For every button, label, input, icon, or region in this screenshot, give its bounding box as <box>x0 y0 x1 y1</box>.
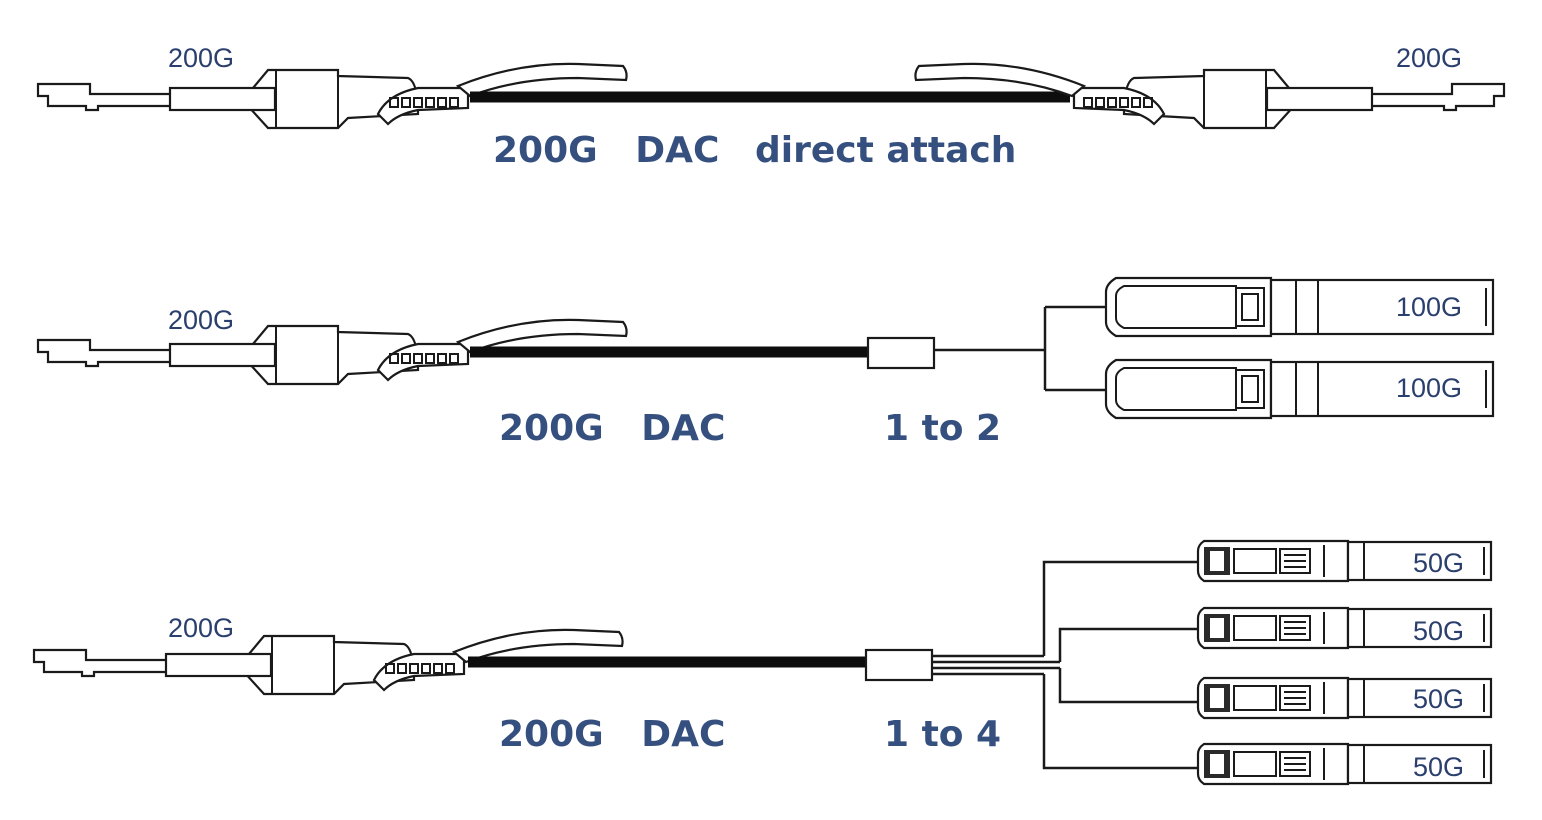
cable-type-label: 200G DAC <box>493 130 719 171</box>
row-1-to-2: 200G 100G 100G 200G DAC 1 to 2 <box>36 276 1495 449</box>
breakout-wires <box>932 560 1200 770</box>
cable-type-label: 200G DAC <box>499 408 725 449</box>
left-port-label: 200G <box>168 305 234 335</box>
row-1-to-4: 200G 50G 50G 50G 50G 200G DAC 1 to 4 <box>32 539 1493 786</box>
right-port-label: 200G <box>1396 43 1462 73</box>
breakout-splitter <box>866 336 936 370</box>
end-port-label: 50G <box>1413 616 1464 646</box>
breakout-splitter <box>864 648 934 682</box>
row-direct-attach: 200G 200G 200G DAC direct attach <box>36 43 1506 171</box>
left-port-label: 200G <box>168 43 234 73</box>
breakout-wires <box>934 305 1112 392</box>
end-port-label: 50G <box>1413 684 1464 714</box>
config-label: 1 to 4 <box>884 714 1001 755</box>
cable-type-label: 200G DAC <box>499 714 725 755</box>
end-port-label: 100G <box>1396 292 1462 322</box>
end-port-label: 100G <box>1396 373 1462 403</box>
config-label: direct attach <box>755 130 1016 171</box>
config-label: 1 to 2 <box>884 408 1001 449</box>
left-port-label: 200G <box>168 613 234 643</box>
end-port-label: 50G <box>1413 548 1464 578</box>
end-port-label: 50G <box>1413 752 1464 782</box>
